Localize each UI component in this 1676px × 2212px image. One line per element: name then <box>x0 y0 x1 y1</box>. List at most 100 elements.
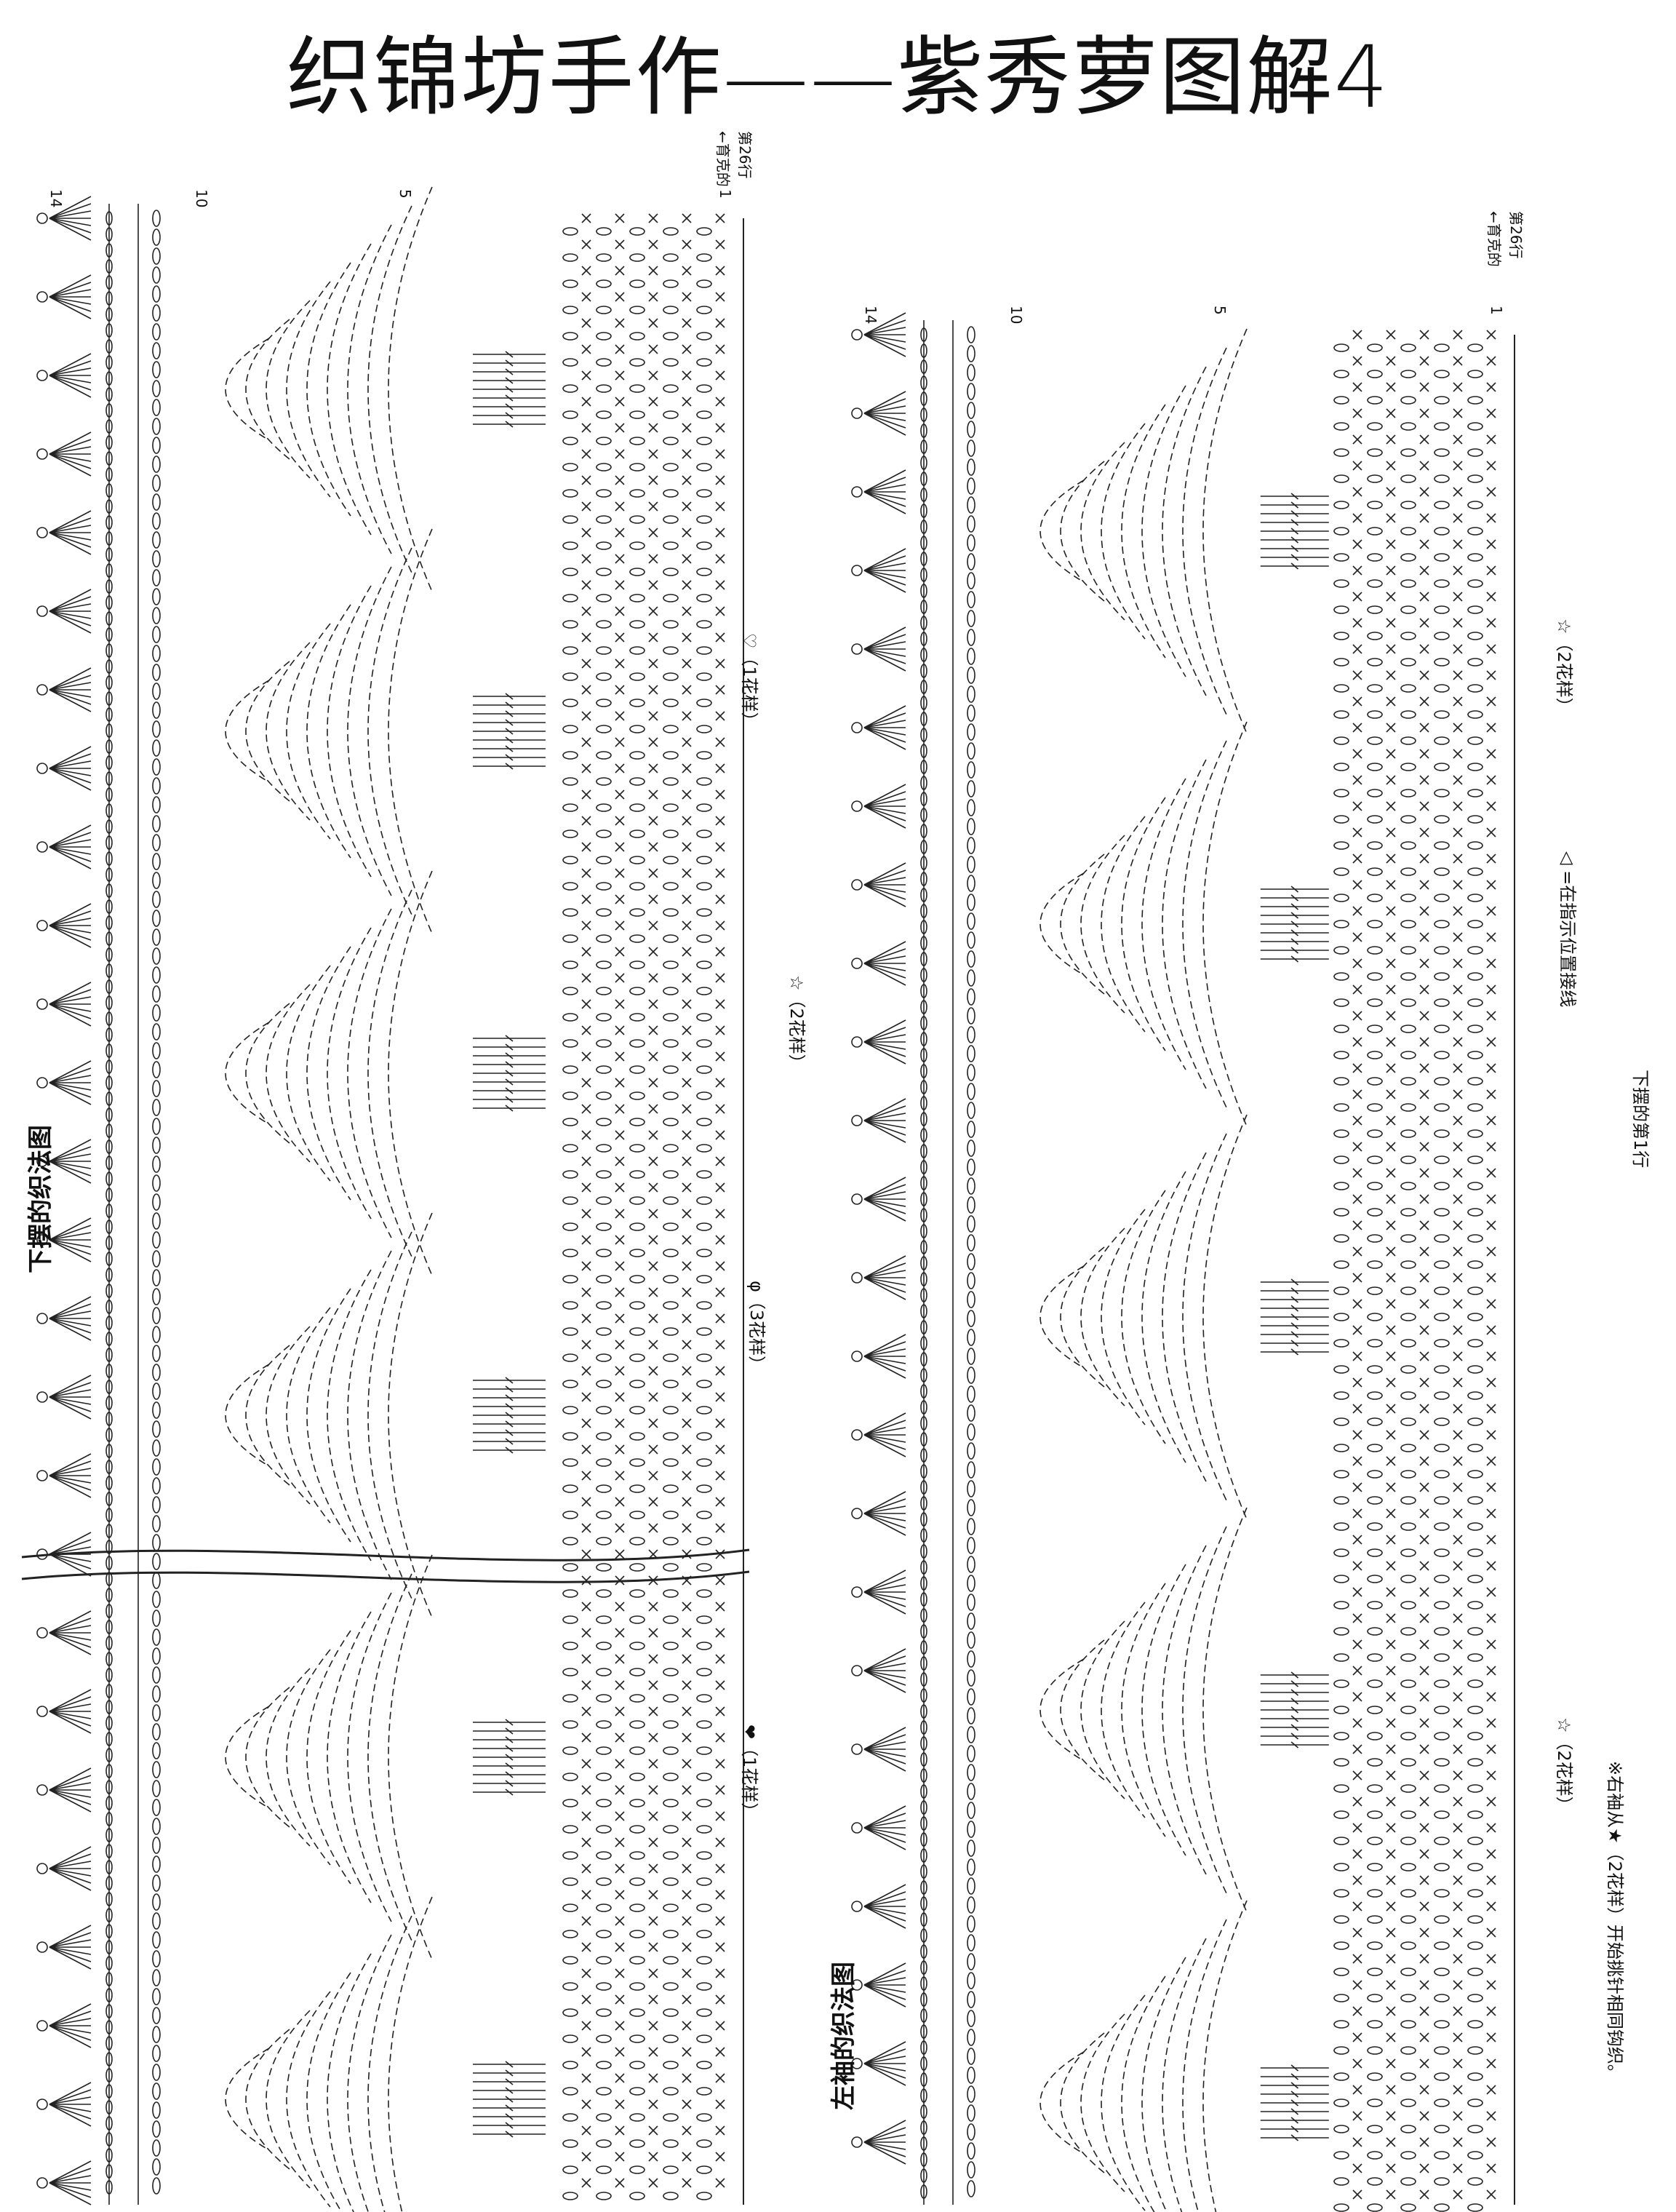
shell-stitch-line <box>863 648 906 657</box>
sc-symbol <box>1352 984 1362 995</box>
dc-stitch-bar <box>1290 519 1299 526</box>
sc-symbol <box>1352 1246 1362 1257</box>
sc-symbol <box>648 1025 658 1035</box>
sc-symbol <box>715 1837 725 1847</box>
chain-symbol <box>629 1222 645 1231</box>
shell-stitch-line <box>863 2134 906 2143</box>
shell-stitch-line <box>49 446 92 455</box>
chain-arc <box>245 661 290 802</box>
shell-stitch-line <box>863 413 906 421</box>
chain-symbol <box>629 1144 645 1153</box>
chain-symbol <box>1400 501 1416 509</box>
dc-stitch-bar <box>505 1096 514 1103</box>
shell-stitch-line <box>49 1303 92 1319</box>
chain-symbol <box>1333 2020 1349 2029</box>
dc-stitch-bar <box>1290 1680 1299 1687</box>
sc-symbol <box>715 973 725 983</box>
chain-symbol <box>1333 1941 1349 1950</box>
chain-symbol <box>562 2087 578 2096</box>
sc-symbol <box>1352 1351 1362 1361</box>
sc-symbol <box>615 1706 625 1716</box>
chain-symbol <box>105 579 113 594</box>
chain-symbol <box>663 1327 679 1336</box>
shell-stitch-line <box>49 2168 92 2184</box>
chain-symbol <box>1367 1365 1383 1374</box>
sc-symbol <box>1453 1744 1463 1754</box>
chain-symbol <box>920 2104 927 2119</box>
sc-symbol <box>648 1051 658 1062</box>
chain-symbol <box>920 1816 927 1831</box>
chain-symbol <box>562 672 578 681</box>
chain-symbol <box>562 306 578 314</box>
chain-symbol <box>967 402 975 419</box>
sc-symbol <box>1486 382 1496 392</box>
picot-symbol <box>851 2136 863 2148</box>
chain-symbol <box>152 1477 161 1495</box>
chain-symbol <box>1333 1391 1349 1400</box>
chain-arc <box>1060 1246 1105 1388</box>
chain-arc <box>1060 854 1105 995</box>
sc-symbol <box>1386 2137 1396 2147</box>
chain-symbol <box>152 1931 161 1949</box>
chain-symbol <box>696 568 712 576</box>
sc-symbol <box>1419 984 1429 995</box>
chain-symbol <box>967 1177 975 1195</box>
chain-symbol <box>663 1746 679 1755</box>
chain-symbol <box>1434 448 1450 457</box>
chain-symbol <box>1400 527 1416 536</box>
chain-symbol <box>562 1327 578 1336</box>
shell-stitch-line <box>863 1262 906 1278</box>
shell-stitch-line <box>863 1412 906 1436</box>
chain-symbol <box>920 1096 927 1110</box>
chain-symbol <box>562 1589 578 1598</box>
sc-symbol <box>1352 382 1362 392</box>
chain-symbol <box>1333 1129 1349 1138</box>
chain-symbol <box>152 266 161 284</box>
sc-symbol <box>1419 1273 1429 1283</box>
chain-symbol <box>105 419 113 434</box>
chain-symbol <box>967 742 975 760</box>
shell-stitch-line <box>49 1711 92 1719</box>
sc-symbol <box>1352 2111 1362 2121</box>
sc-symbol <box>715 1863 725 1874</box>
chain-symbol <box>152 361 161 378</box>
shell-stitch-line <box>49 1475 92 1484</box>
chain-arc <box>1202 721 1248 1127</box>
sc-symbol <box>1419 1325 1429 1335</box>
sc-symbol <box>581 973 591 983</box>
shell-stitch-line <box>49 2104 92 2120</box>
chain-symbol <box>152 304 161 322</box>
chain-symbol <box>1467 1548 1483 1557</box>
chain-symbol <box>920 2184 927 2199</box>
chain-symbol <box>152 1837 161 1854</box>
chain-symbol <box>1467 789 1483 797</box>
shell-stitch-line <box>863 1748 906 1772</box>
shell-stitch-line <box>49 753 92 769</box>
sc-symbol <box>615 292 625 302</box>
sc-symbol <box>615 947 625 957</box>
chain-symbol <box>1434 920 1450 928</box>
chain-symbol <box>152 985 161 1003</box>
chain-arc <box>347 224 392 554</box>
chain-symbol <box>629 1799 645 1807</box>
sc-symbol <box>1453 932 1463 942</box>
picot-symbol <box>851 1272 863 1284</box>
chain-symbol <box>629 253 645 262</box>
sc-symbol <box>1386 1351 1396 1361</box>
shell-stitch-line <box>49 296 92 319</box>
chain-symbol <box>105 467 113 482</box>
sc-symbol <box>1419 1037 1429 1047</box>
sc-symbol <box>1486 618 1496 628</box>
dc-stitch-bar <box>1290 2082 1299 2089</box>
sc-symbol <box>715 344 725 354</box>
chain-symbol <box>663 1720 679 1729</box>
dc-stitch-bar <box>505 736 514 744</box>
chain-symbol <box>1434 579 1450 588</box>
shell-stitch-line <box>863 1513 906 1521</box>
chain-symbol <box>920 1448 927 1463</box>
chain-symbol <box>1467 1286 1483 1295</box>
chain-symbol <box>1434 684 1450 693</box>
chain-symbol <box>562 777 578 786</box>
chain-symbol <box>1467 370 1483 378</box>
sc-symbol <box>715 1785 725 1795</box>
